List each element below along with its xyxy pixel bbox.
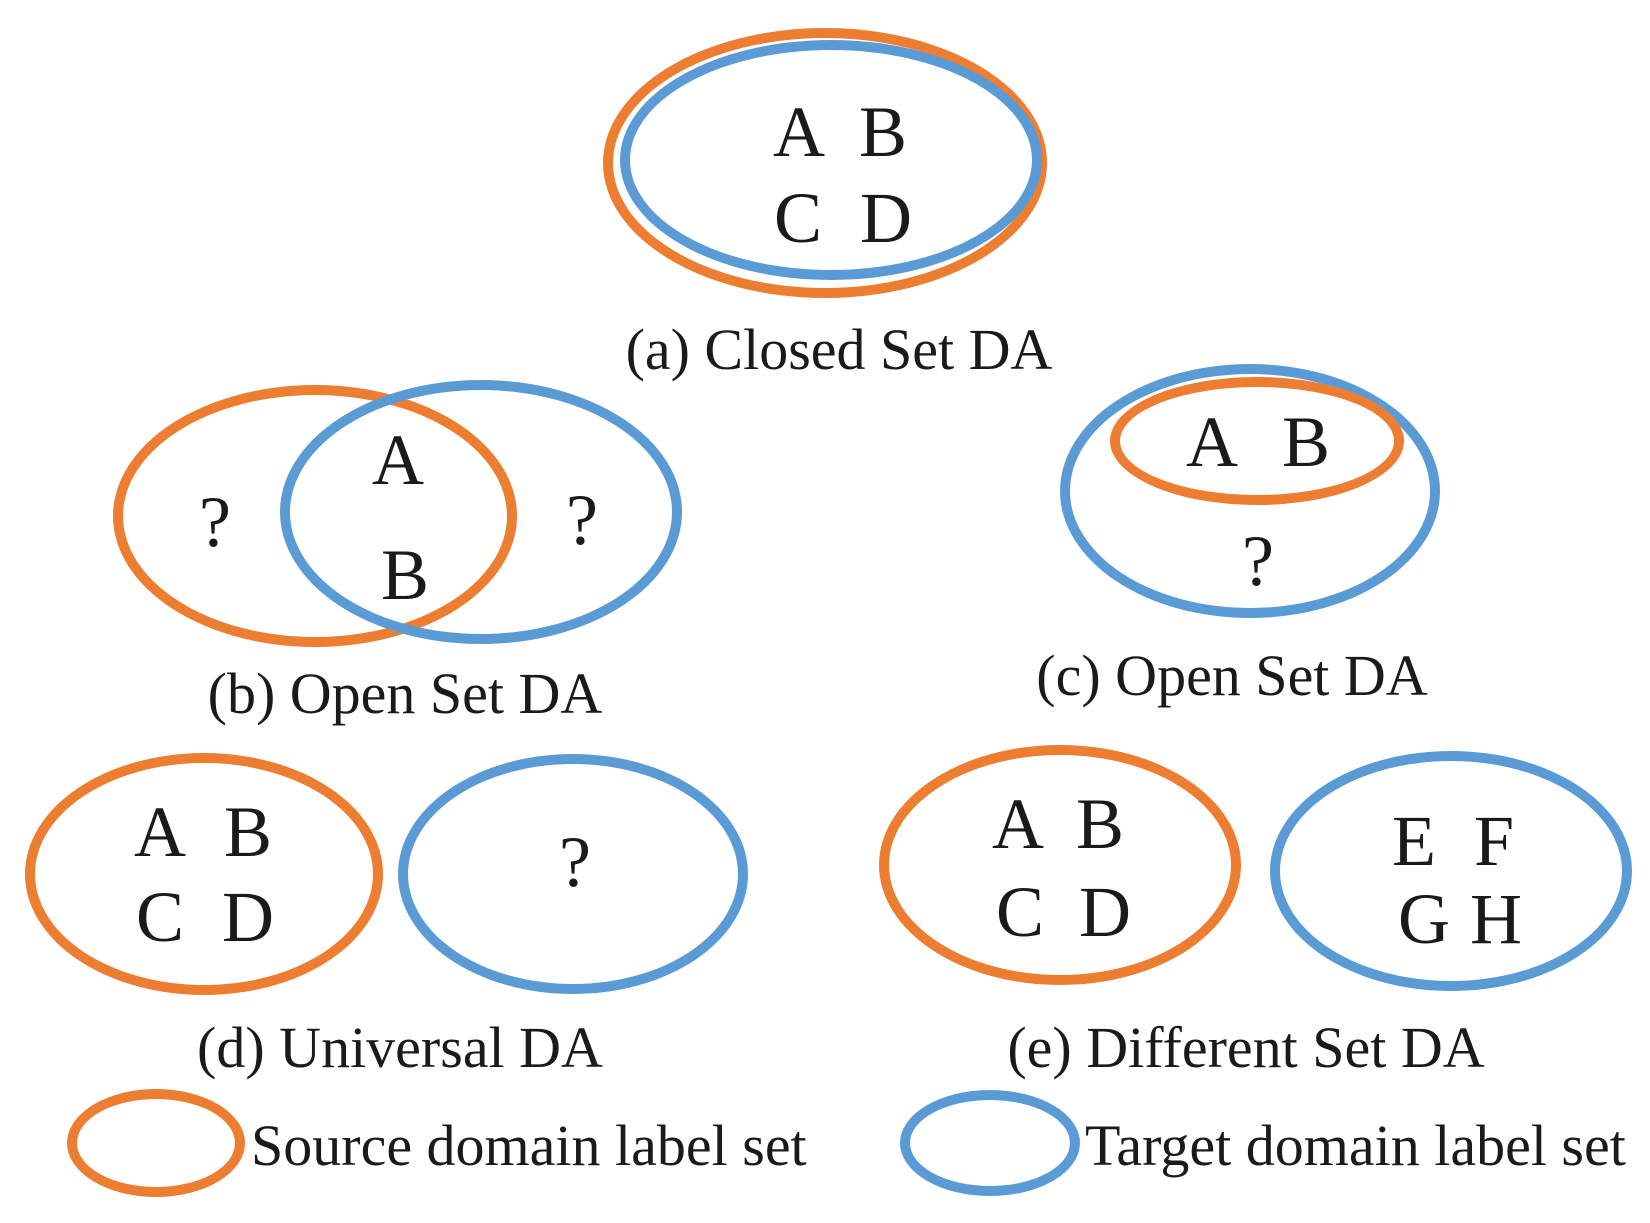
panel-e-target-ellipse [1270,751,1632,991]
panel-d-source-class-label: B [223,792,273,872]
panel-d-unknown-target-mark: ? [559,822,591,902]
panel-b-unknown-target-mark: ? [566,480,598,560]
panel-a-class-label: B [858,92,908,172]
panel-a-class-label: A [773,92,825,172]
panel-e-target-class-label: F [1473,801,1515,881]
panel-e-source-class-label: D [1079,872,1131,952]
panel-d-source-class-label: C [135,877,185,957]
panel-d-source-ellipse [25,753,383,995]
panel-a-class-label: D [860,178,912,258]
panel-b-unknown-source-mark: ? [199,482,231,562]
panel-b-target-ellipse [280,380,682,644]
panel-e-source-ellipse [879,745,1241,985]
legend-source-ellipse [67,1089,245,1197]
panel-e-target-class-label: H [1470,879,1522,959]
panel-a-target-ellipse [620,40,1042,280]
panel-a-source-ellipse [603,28,1047,298]
panel-b-caption: (b) Open Set DA [207,661,603,727]
panel-e-caption: (e) Different Set DA [1007,1015,1485,1081]
panel-e-target-class-label: E [1392,801,1436,881]
panel-c-shared-class-label: B [1281,402,1331,482]
panel-c-caption: (c) Open Set DA [1036,643,1428,709]
panel-b-shared-class-label: B [380,535,430,615]
panel-e-source-class-label: B [1075,784,1125,864]
panel-a-class-label: C [773,178,823,258]
panel-d-source-class-label: A [134,792,186,872]
panel-d-caption: (d) Universal DA [197,1015,603,1081]
panel-c-shared-class-label: A [1186,402,1238,482]
panel-e-source-class-label: A [992,784,1044,864]
panel-d-source-class-label: D [222,877,274,957]
panel-c-unknown-target-mark: ? [1242,521,1274,601]
panel-d-target-ellipse [398,754,748,994]
legend-source-label: Source domain label set [251,1113,807,1179]
panel-a-caption: (a) Closed Set DA [625,317,1053,383]
panel-b-shared-class-label: A [372,420,424,500]
panel-c-target-ellipse [1060,364,1440,618]
panel-c-source-ellipse [1110,377,1404,505]
panel-e-target-class-label: G [1398,879,1450,959]
panel-e-source-class-label: C [995,872,1045,952]
legend-target-label: Target domain label set [1085,1113,1626,1179]
legend-target-ellipse [900,1090,1080,1196]
